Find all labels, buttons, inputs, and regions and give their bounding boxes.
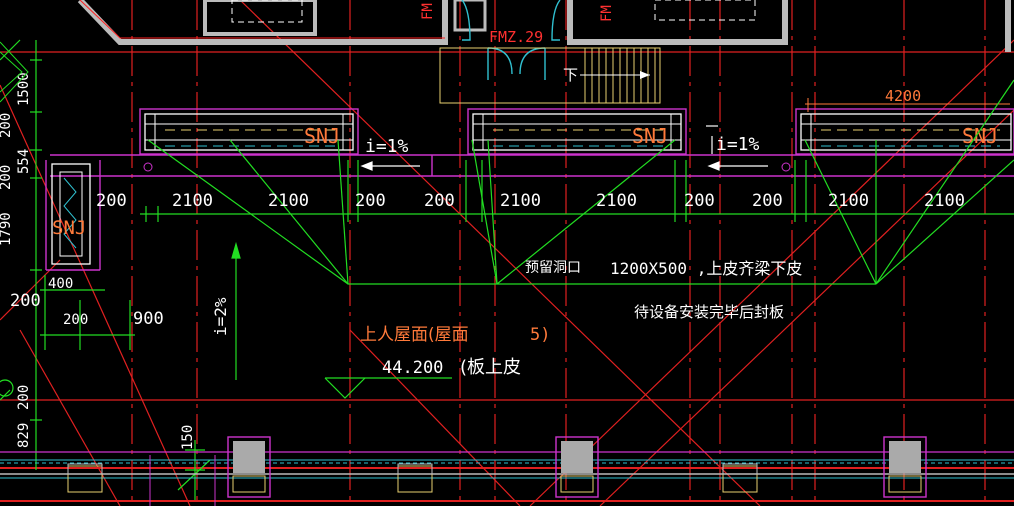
roof-index: 5) [530,325,550,345]
elevation-note: (板上皮 [460,357,521,378]
slope-arrows [360,125,768,171]
gutter-blocks [51,108,1014,265]
dim-11: 2100 [924,191,965,211]
slope-label-1: i=1% [365,136,409,157]
gutter-block-left [51,163,91,265]
dim-6: 2100 [500,191,541,211]
dim-9: 200 [752,191,783,211]
left-dim-400: 400 [48,276,73,292]
dim-5: 200 [424,191,455,211]
dim-7: 2100 [596,191,637,211]
column-1 [227,436,271,498]
dim-1: 200 [96,191,127,211]
lower-vertical-dim: 150 [180,425,196,450]
drain-point-right [781,162,791,172]
left-dimensions: 200 400 200 900 [10,276,164,329]
side-tag-right: FM [599,5,615,22]
left-vertical-dimensions: 1500 200 554 200 1790 200 829 [0,72,32,448]
gutter-block-1 [139,108,359,155]
svg-text:1790: 1790 [0,212,14,246]
left-dim-200b: 200 [63,312,88,328]
door-tag: FMZ.29 [489,28,543,46]
svg-text:200: 200 [0,113,14,138]
left-dim-900: 900 [133,309,164,329]
slope-label-vertical: i=2% [211,297,230,336]
drain-point-left [143,162,153,172]
dim-10: 2100 [828,191,869,211]
top-dimension [805,98,1010,112]
svg-text:200: 200 [0,165,14,190]
dim-2: 2100 [172,191,213,211]
svg-text:1500: 1500 [16,72,32,106]
dim-8: 200 [684,191,715,211]
vessel-label-left: SNJ [52,217,86,239]
stair-direction-label: 下 [563,66,578,84]
column-3 [883,436,927,498]
dimension-row: 200 2100 2100 200 200 2100 2100 200 200 … [96,191,965,211]
left-misc [0,41,29,103]
slope-label-2: i=1% [716,134,760,155]
roof-label: 上人屋面(屋面 [360,325,469,345]
gutter-block-2 [467,108,687,155]
gutter-block-3 [795,108,1014,155]
top-walls [77,0,1011,52]
slope-lines [0,39,1014,500]
vessel-label-3: SNJ [962,124,998,148]
vessel-label-2: SNJ [632,124,668,148]
floor-band [0,451,1014,506]
svg-text:200: 200 [16,385,32,410]
columns [67,436,927,498]
svg-text:554: 554 [16,149,32,174]
opening-label: 预留洞口 [525,260,581,276]
column-2 [555,436,599,498]
dim-4: 200 [355,191,386,211]
opening-note: 待设备安装完毕后封板 [634,303,784,321]
dim-3: 2100 [268,191,309,211]
svg-text:829: 829 [16,423,32,448]
stair [439,47,661,104]
vessel-label-1: SNJ [304,124,340,148]
left-dim-200: 200 [10,291,41,311]
elevation-symbol [324,377,452,399]
opening-size: 1200X500 ,上皮齐梁下皮 [610,259,802,278]
side-tag-left: FM [420,3,436,20]
elevation-value: 44.200 [382,358,443,378]
beam-line [45,154,1014,271]
top-dim-text: 4200 [885,87,921,105]
